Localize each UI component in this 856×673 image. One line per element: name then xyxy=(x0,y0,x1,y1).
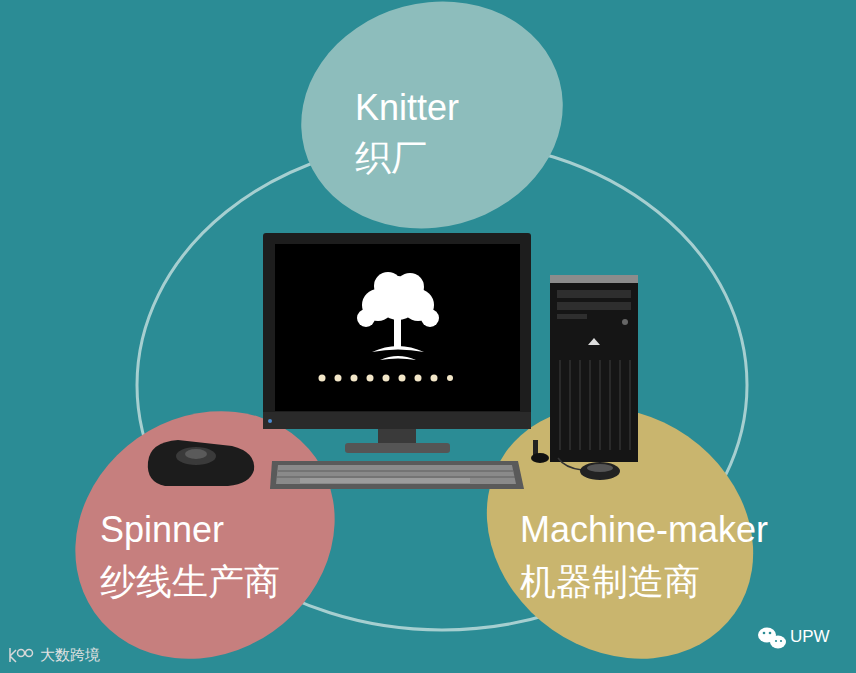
node-subtitle: 机器制造商 xyxy=(520,562,700,602)
node-title: Knitter xyxy=(355,88,459,128)
node-subtitle: 织厂 xyxy=(355,138,427,178)
watermark: UPW xyxy=(790,628,830,647)
ellipse-node: Spinner 纱线生产商 xyxy=(70,410,340,665)
node-subtitle: 纱线生产商 xyxy=(100,562,280,602)
ellipse-node: Machine-maker 机器制造商 xyxy=(480,408,765,666)
watermark: 大数跨境 xyxy=(40,647,100,664)
node-title: Spinner xyxy=(100,510,224,550)
node-title: Machine-maker xyxy=(520,510,768,550)
ellipse-node: Knitter 织厂 xyxy=(297,0,567,235)
